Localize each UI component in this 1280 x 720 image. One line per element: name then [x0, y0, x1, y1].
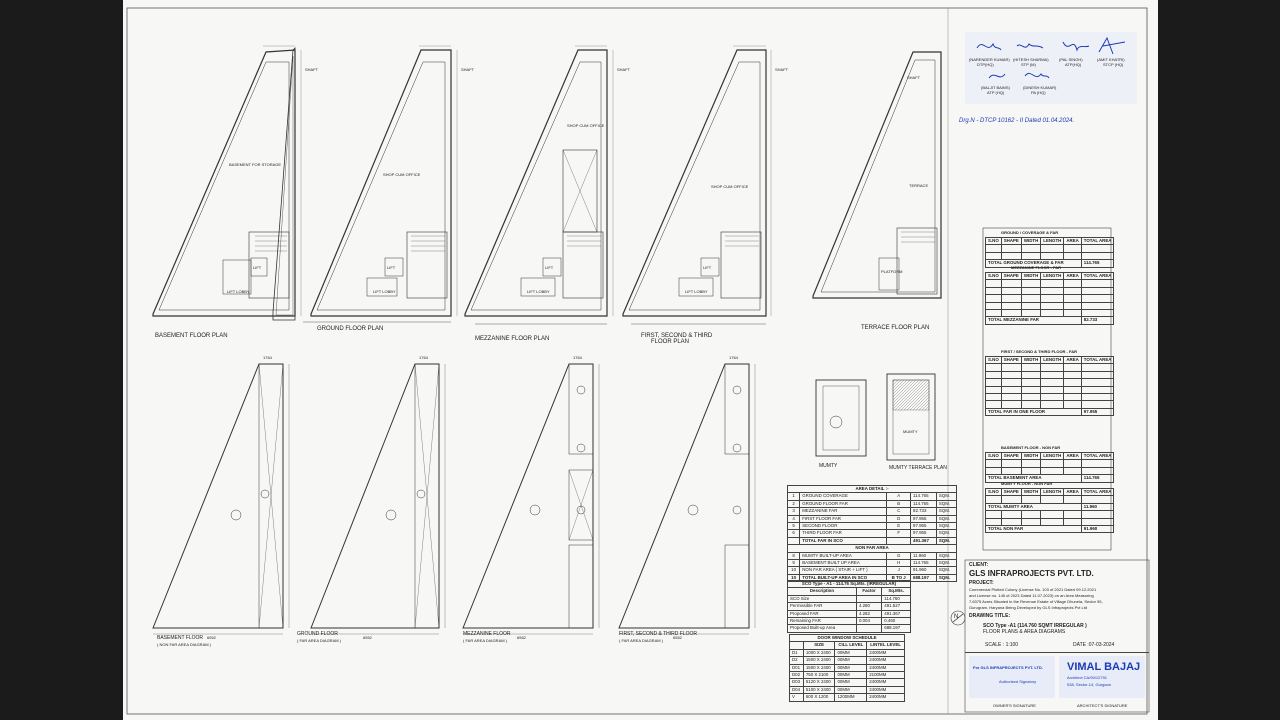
first-floor-diagram-sub: ( FAR AREA DIAGRAM ) [619, 638, 664, 643]
room-label-ground: SHOP CUM OFFICE [383, 172, 421, 177]
first-floor-plan-title-2: FLOOR PLAN [651, 339, 690, 345]
project-label: PROJECT: [969, 580, 994, 586]
calc-section-3: FIRST / SECOND & THIRD FLOOR - FAR [1001, 349, 1077, 354]
drawing-number-note: Drg.N - DTCP 10162 - II Dated 01.04.2024… [959, 118, 1075, 124]
north-arrow-icon: N [954, 614, 959, 620]
architect-name: VIMAL BAJAJ [1067, 661, 1141, 673]
owner-stamp-authorised: Authorised Signatory [999, 679, 1037, 684]
scale-label: SCALE : 1:100 [985, 642, 1019, 648]
dim-bottom-3: 6552 [517, 635, 526, 640]
drawing-title-label: DRAWING TITLE: [969, 613, 1011, 619]
ground-floor-plan-title: GROUND FLOOR PLAN [317, 326, 384, 332]
ground-floor-diagram-title: GROUND FLOOR [297, 631, 338, 637]
room-label-first: SHOP CUM OFFICE [711, 184, 749, 189]
dim-top-3: 1764 [573, 355, 582, 360]
signer-role-4: STCP (HQ) [1103, 62, 1124, 67]
mumty-terrace-plan-label: MUMTY TERRACE PLAN [889, 465, 947, 471]
calc-section-2: MEZZANINE FLOOR - FAR [1011, 265, 1061, 270]
sco-type-table: SCO Type - A1 - 114.76 Sq.Mts. (IRREGULA… [787, 579, 911, 633]
drawing-title-line-1: SCO Type -A1 (114.760 SQMT IRREGULAR ) [983, 623, 1087, 629]
signer-name-2: (HITESH SHARMA) [1013, 57, 1049, 62]
owner-signature-label: OWNER'S SIGNATURE [993, 703, 1036, 708]
shaft-label-4: SHAFT [775, 67, 789, 72]
room-label-mezzanine: SHOP CUM OFFICE [567, 123, 605, 128]
signer-role-6: PA (HQ) [1031, 90, 1046, 95]
drawing-title-line-2: FLOOR PLANS & AREA DIAGRAMS [983, 629, 1066, 635]
basement-floor-diagram-title: BASEMENT FLOOR [157, 635, 204, 641]
dim-top-2: 1764 [419, 355, 428, 360]
architect-stamp: VIMAL BAJAJ Architect CA/90/12791 538, S… [1059, 656, 1145, 698]
mezzanine-diagram-title: MEZZANINE FLOOR [463, 631, 511, 637]
dim-top-4: 1764 [729, 355, 738, 360]
shaft-label-5: SHAFT [907, 75, 921, 80]
lift-label-2: LIFT [387, 265, 396, 270]
calc-section-4: BASEMENT FLOOR - NON FAR [1001, 445, 1061, 450]
signer-name-4: (AMIT KHATRI) [1097, 57, 1125, 62]
signer-role-5: ATP (HQ) [987, 90, 1005, 95]
mezzanine-floor-plan-title: MEZZANINE FLOOR PLAN [475, 336, 550, 342]
date-label: DATE :07-03-2024 [1073, 642, 1115, 648]
ground-floor-diagram-sub: ( FAR AREA DIAGRAM ) [297, 638, 342, 643]
architect-signature-label: ARCHITECT'S SIGNATURE [1077, 703, 1128, 708]
shaft-label-3: SHAFT [617, 67, 631, 72]
lobby-label-2: LIFT LOBBY [373, 289, 396, 294]
calc-section-5: MUMTY FLOOR - NON FAR [1001, 481, 1053, 486]
first-floor-diagram-title: FIRST, SECOND & THIRD FLOOR [619, 631, 697, 637]
signer-role-2: STP (M) [1021, 62, 1036, 67]
signer-role-1: DTP(HQ) [977, 62, 994, 67]
lobby-label-1: LIFT LOBBY [227, 289, 250, 294]
lift-label-3: LIFT [545, 265, 554, 270]
project-line-3: 7.6375 Acres Situated in the Revenue Est… [969, 599, 1103, 604]
title-divider [965, 652, 1149, 653]
mezzanine-diagram-sub: ( FAR AREA DIAGRAM ) [463, 638, 508, 643]
basement-floor-plan-title: BASEMENT FLOOR PLAN [155, 333, 228, 339]
owner-stamp-company: For GLS INFRAPROJECTS PVT. LTD. [973, 665, 1043, 670]
signer-name-3: (PAL SINGH) [1059, 57, 1083, 62]
lift-label-4: LIFT [703, 265, 712, 270]
room-label-terrace: TERRACE [909, 183, 929, 188]
project-line-1: Commercial Plotted Colony (License No. 1… [969, 587, 1097, 592]
signer-name-5: (BALJIT BAINS) [981, 85, 1010, 90]
client-name: GLS INFRAPROJECTS PVT. LTD. [969, 569, 1094, 578]
calc-section-1: GROUND / COVERAGE & FAR [1001, 230, 1059, 235]
room-label-basement: BASEMENT FOR STORAGE [229, 162, 282, 167]
signer-name-1: (NARENDER KUMAR) [969, 57, 1010, 62]
project-line-2: and License no. 145 of 2023 Dated 11.07.… [969, 593, 1094, 598]
lobby-label-3: LIFT LOBBY [527, 289, 550, 294]
approval-signatures-box: (NARENDER KUMAR) DTP(HQ) (HITESH SHARMA)… [965, 32, 1137, 104]
signer-name-6: (DINESH KUMAR) [1023, 85, 1057, 90]
floor-plan-drawings [126, 7, 1150, 715]
signer-role-3: ATP(HQ) [1065, 62, 1082, 67]
lift-label-1: LIFT [253, 265, 262, 270]
signature-scribbles-icon [976, 36, 1126, 79]
owner-stamp: For GLS INFRAPROJECTS PVT. LTD. Authoris… [969, 656, 1055, 698]
lobby-label-4: LIFT LOBBY [685, 289, 708, 294]
platform-label: PLATFORM [881, 269, 903, 274]
mumty-label: MUMTY [819, 463, 838, 469]
dim-bottom-2: 6552 [363, 635, 372, 640]
client-label: CLIENT: [969, 562, 989, 568]
architect-address: 538, Sector-14, Gurgaon [1067, 682, 1112, 687]
project-line-4: Gurugram, Haryana Being Developed by GLS… [969, 605, 1088, 610]
basement-floor-diagram-sub: ( NON FAR AREA DIAGRAM ) [157, 642, 212, 647]
terrace-floor-plan-title: TERRACE FLOOR PLAN [861, 325, 930, 331]
area-detail-title: AREA DETAIL :- [787, 484, 957, 494]
dim-top-1: 1764 [263, 355, 272, 360]
mumty-room-label: MUMTY [903, 429, 918, 434]
shaft-label-1: SHAFT [305, 67, 319, 72]
drawing-sheet: BASEMENT FLOOR PLAN GROUND FLOOR PLAN ME… [123, 0, 1158, 720]
basement-plan-outline [272, 47, 296, 321]
first-floor-plan-title: FIRST, SECOND & THIRD [641, 333, 713, 339]
architect-reg: Architect CA/90/12791 [1067, 675, 1108, 680]
dim-bottom-1: 6552 [207, 635, 216, 640]
dim-bottom-4: 6552 [673, 635, 682, 640]
shaft-label-2: SHAFT [461, 67, 475, 72]
